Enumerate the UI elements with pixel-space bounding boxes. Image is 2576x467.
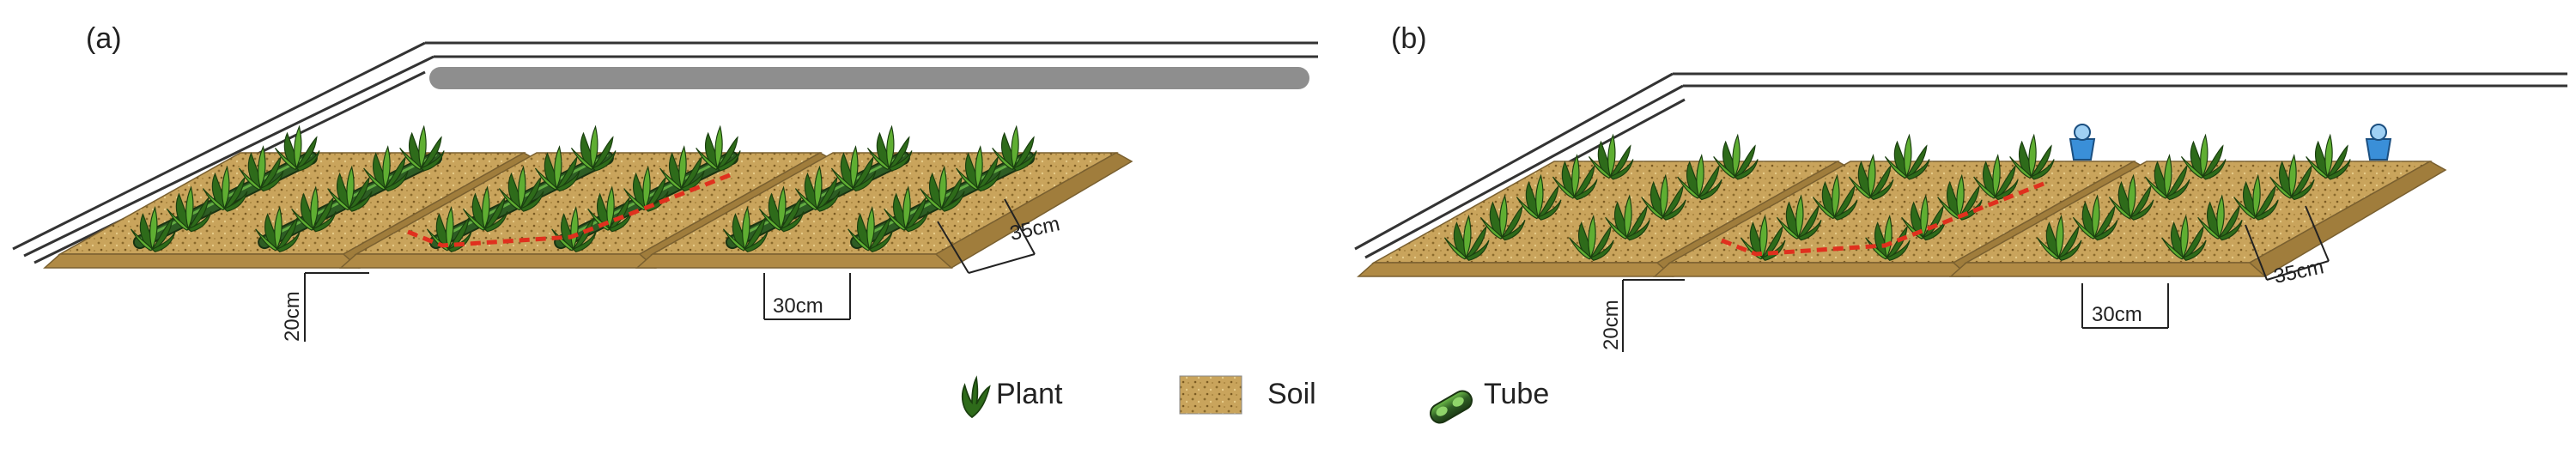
plant-icon xyxy=(1479,194,1526,241)
measurement-path xyxy=(407,171,735,248)
legend-plant: Plant xyxy=(961,375,1063,419)
measurement-path xyxy=(1721,179,2049,257)
legend-tube: Tube xyxy=(1430,378,1549,424)
plant-icon xyxy=(166,185,212,233)
plant-icon xyxy=(570,124,617,172)
plant-icon xyxy=(130,205,176,252)
plant-icon xyxy=(255,205,301,252)
plant-icon xyxy=(2108,173,2154,221)
plant-icon xyxy=(274,124,320,172)
tube-icon xyxy=(1430,390,1473,424)
plant-icon xyxy=(1588,133,1634,180)
panel-b: (b) 20cm 30cm 35cm xyxy=(1354,22,2567,352)
legend: Plant Soil Tube xyxy=(961,375,1549,424)
soil-beds-a xyxy=(43,124,1133,269)
panel-a: (a) 20cm 30cm 35cm xyxy=(12,22,1318,342)
plant-icon xyxy=(830,145,877,192)
plant-icon xyxy=(2144,154,2190,201)
plant-icon xyxy=(1713,133,1759,180)
plant-icon xyxy=(794,165,841,212)
plant-icon xyxy=(202,165,248,212)
soil-bed-front xyxy=(1357,262,1674,277)
dimensions-a xyxy=(304,198,1036,342)
legend-soil: Soil xyxy=(1179,375,1316,415)
plant-icon xyxy=(1973,154,2019,201)
row-height-label-b: 20cm xyxy=(1600,300,1623,350)
panel-b-label: (b) xyxy=(1391,22,1427,55)
sensor-icon xyxy=(2365,124,2392,161)
plant-icon xyxy=(399,124,445,172)
plant-icon xyxy=(2269,154,2315,201)
plant-icon xyxy=(363,145,409,192)
legend-tube-label: Tube xyxy=(1484,378,1549,410)
dimensions-b xyxy=(1622,205,2330,352)
plant-icon xyxy=(696,124,741,172)
plant-icon xyxy=(1641,173,1686,221)
plant-icon xyxy=(1443,214,1490,261)
soil-bed-side xyxy=(2248,161,2447,277)
soil-bed-front xyxy=(635,253,953,269)
plant-icon xyxy=(2197,194,2243,241)
soil-beds-b xyxy=(1357,124,2447,277)
plant-icon xyxy=(551,205,597,252)
plant-icon xyxy=(920,165,965,212)
plant-icon xyxy=(623,165,669,212)
soil-bed-front xyxy=(1653,262,1971,277)
plant-icon xyxy=(534,145,580,192)
soil-swatch-icon xyxy=(1179,375,1242,415)
plant-icon xyxy=(884,185,929,233)
plant-icon xyxy=(1937,173,1983,221)
plant-icon xyxy=(2233,173,2279,221)
plant-spacing-label-a: 30cm xyxy=(773,294,823,318)
plant-icon xyxy=(2009,133,2055,180)
plant-icon xyxy=(722,205,769,252)
plant-icon xyxy=(1776,194,1822,241)
soil-bed-front xyxy=(43,253,361,269)
plant-icon xyxy=(1848,154,1894,201)
plant-icon xyxy=(2036,214,2082,261)
plant-icon xyxy=(1569,214,1614,261)
legend-soil-label: Soil xyxy=(1267,378,1316,410)
soil-bed-side xyxy=(934,152,1133,269)
plant-icon xyxy=(498,165,544,212)
plant-icon xyxy=(758,185,805,233)
plant-icon xyxy=(2306,133,2351,180)
plant-icon xyxy=(956,145,1001,192)
plant-icon xyxy=(1884,133,1930,180)
plant-icon xyxy=(1865,214,1911,261)
plant-icon xyxy=(992,124,1037,172)
plant-icon xyxy=(1677,154,1722,201)
plant-icon xyxy=(1516,173,1562,221)
plant-icon xyxy=(2072,194,2118,241)
plant-icon xyxy=(961,375,991,419)
plant-icon xyxy=(2161,214,2207,261)
soil-bed-front xyxy=(1949,262,2267,277)
row-height-label-a: 20cm xyxy=(281,291,304,342)
plant-icon xyxy=(848,205,893,252)
plant-icon xyxy=(238,145,284,192)
plant-icon xyxy=(2180,133,2227,180)
plant-icon xyxy=(1552,154,1598,201)
plant-icon xyxy=(866,124,913,172)
plant-icon xyxy=(1812,173,1858,221)
soil-bed-front xyxy=(339,253,657,269)
plant-spacing-label-b: 30cm xyxy=(2092,303,2142,326)
plant-icon xyxy=(1605,194,1650,241)
legend-plant-label: Plant xyxy=(996,378,1063,410)
back-shelf-a xyxy=(429,67,1309,89)
plant-icon xyxy=(462,185,508,233)
panel-a-label: (a) xyxy=(86,22,122,55)
plant-icon xyxy=(291,185,337,233)
sensor-icon xyxy=(2069,124,2096,161)
plant-icon xyxy=(327,165,373,212)
